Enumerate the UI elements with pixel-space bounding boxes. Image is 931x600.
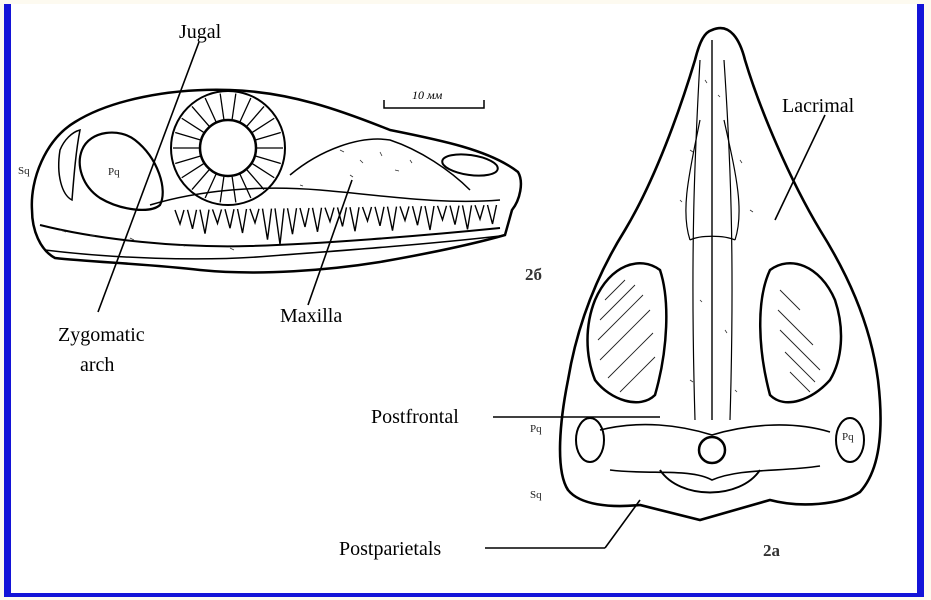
label-postfrontal: Postfrontal <box>371 406 459 428</box>
sclerotic-plate <box>256 133 281 140</box>
sq-mark-top: Sq <box>530 489 542 501</box>
label-zygomatic-1: Zygomatic <box>58 324 145 346</box>
sclerotic-plate <box>252 164 274 178</box>
scale-bar: 10 мм <box>384 88 484 108</box>
tooth <box>250 209 259 223</box>
tooth <box>375 207 384 226</box>
label-postparietals: Postparietals <box>339 538 441 560</box>
tooth <box>425 206 434 230</box>
sclerotic-plate <box>220 94 224 120</box>
sclerotic-plate <box>256 156 281 163</box>
tooth <box>488 205 497 224</box>
tooth <box>188 210 197 229</box>
sclerotic-plate <box>247 106 264 126</box>
tooth <box>463 205 472 229</box>
sclerotic-plate <box>182 118 204 132</box>
lacrimal-leader <box>775 115 825 220</box>
tooth <box>475 205 484 219</box>
tooth <box>300 208 309 227</box>
pq-mark-side: Pq <box>108 166 120 178</box>
tooth <box>213 209 222 223</box>
pq-mark-top: Pq <box>530 423 542 435</box>
sclerotic-plate <box>205 174 216 198</box>
sclerotic-plate <box>192 170 209 190</box>
tooth <box>175 210 184 224</box>
leader-lines <box>98 42 825 548</box>
sclerotic-plate <box>205 98 216 122</box>
side-view-skull <box>32 90 521 273</box>
tooth <box>263 209 272 240</box>
sclerotic-plate <box>232 94 236 120</box>
label-maxilla: Maxilla <box>280 305 342 327</box>
tooth <box>313 208 322 232</box>
figure-number-side: 2б <box>525 265 542 284</box>
tooth <box>238 209 247 233</box>
tooth <box>275 208 284 244</box>
label-zygomatic-2: arch <box>80 354 114 376</box>
sclerotic-plate <box>240 174 251 198</box>
sclerotic-plate <box>220 177 224 203</box>
tooth <box>413 206 422 225</box>
tooth <box>388 207 397 231</box>
tooth <box>350 207 359 231</box>
sclerotic-plate <box>252 118 274 132</box>
tooth <box>363 207 372 221</box>
figure-number-top: 2a <box>763 541 781 560</box>
tooth <box>450 206 459 225</box>
pq-mark-top-right: Pq <box>842 431 854 443</box>
sclerotic-plate <box>175 133 200 140</box>
label-lacrimal: Lacrimal <box>782 95 855 117</box>
sclerotic-plate <box>192 106 209 126</box>
sclerotic-plate <box>182 164 204 178</box>
scale-bar-label: 10 мм <box>412 88 443 102</box>
tooth <box>325 208 334 222</box>
tooth <box>225 209 234 228</box>
tooth <box>288 208 297 234</box>
tooth <box>438 206 447 220</box>
tooth <box>200 210 209 234</box>
tooth <box>400 206 409 220</box>
sq-mark-side: Sq <box>18 165 30 177</box>
sclerotic-plate <box>240 98 251 122</box>
sclerotic-plate <box>247 170 264 190</box>
sclerotic-plate <box>175 156 200 163</box>
label-jugal: Jugal <box>179 21 222 43</box>
